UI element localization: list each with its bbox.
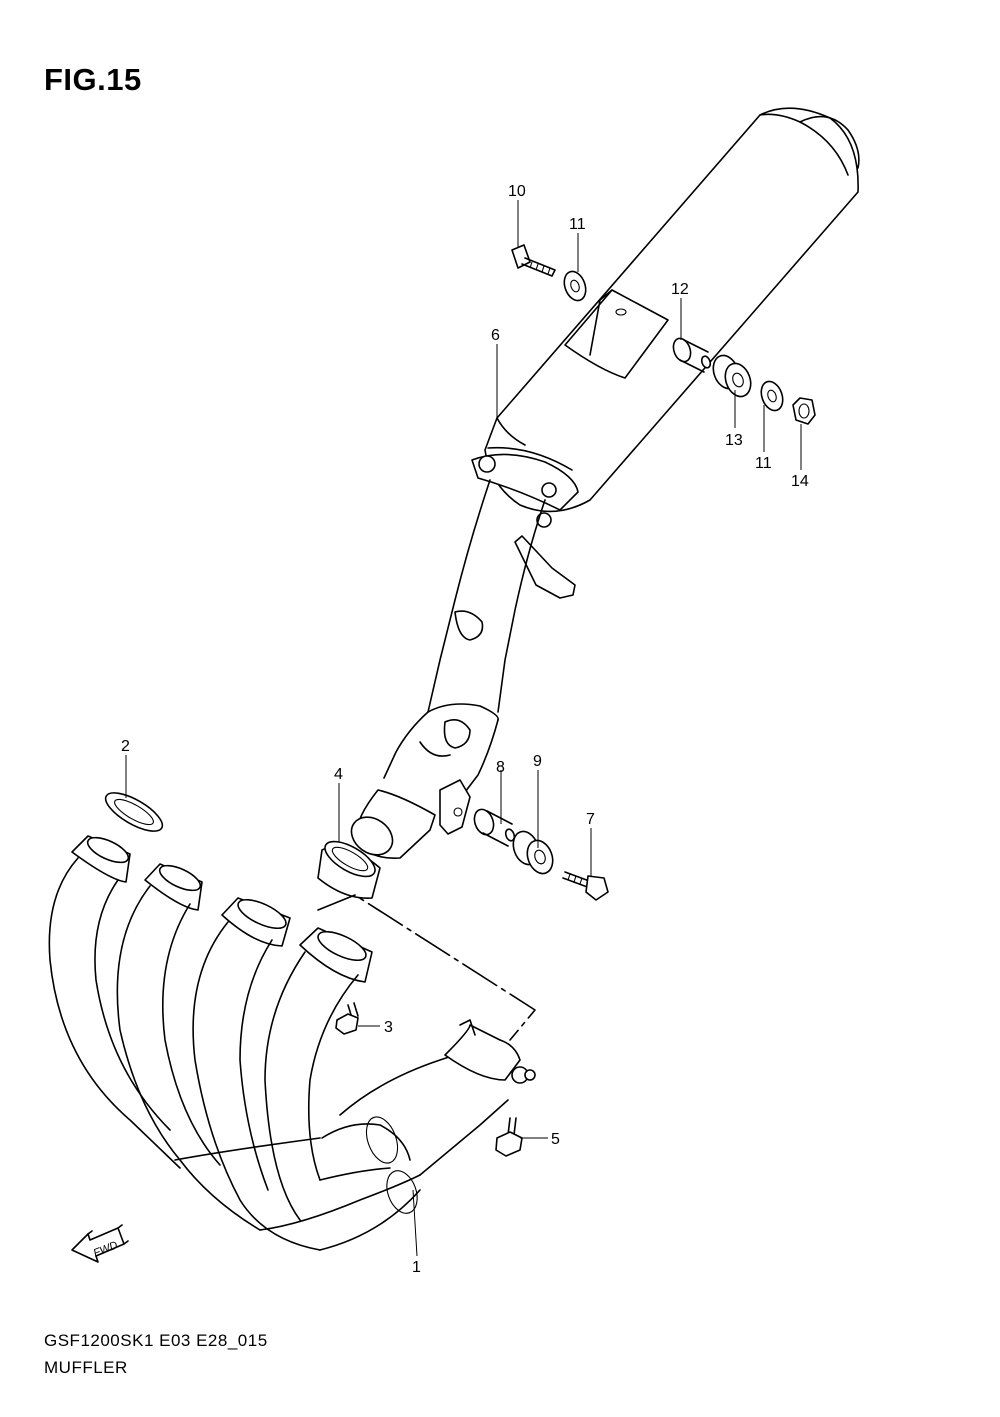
washer-11-lower xyxy=(760,380,784,412)
exhaust-pipe-assembly xyxy=(48,835,536,1251)
callout-4: 4 xyxy=(334,766,343,783)
section-name: MUFFLER xyxy=(44,1358,128,1377)
bolt-7 xyxy=(562,871,609,901)
callout-11-lower: 11 xyxy=(755,455,772,472)
cushion-9 xyxy=(512,830,554,875)
callout-1: 1 xyxy=(412,1259,421,1276)
callout-12: 12 xyxy=(671,281,689,298)
gasket-ring xyxy=(104,792,164,832)
callout-14: 14 xyxy=(791,473,809,490)
callout-10: 10 xyxy=(508,183,526,200)
callout-labels: 10 11 12 6 13 11 14 2 4 8 9 7 3 5 1 xyxy=(121,183,809,1276)
callout-9: 9 xyxy=(533,753,542,770)
callout-2: 2 xyxy=(121,738,130,755)
callout-11-upper: 11 xyxy=(569,216,586,233)
collar-12 xyxy=(672,337,712,373)
leader-lines xyxy=(125,200,802,1257)
model-code: GSF1200SK1 E03 E28_015 xyxy=(44,1331,268,1350)
callout-7: 7 xyxy=(586,811,595,828)
nut-14 xyxy=(792,397,816,425)
cushion-13 xyxy=(712,354,752,398)
callout-8: 8 xyxy=(496,759,505,776)
washer-11-upper xyxy=(563,270,587,302)
gasket-sleeve xyxy=(317,840,381,899)
callout-5: 5 xyxy=(551,1131,560,1148)
fwd-arrow-icon: FWD xyxy=(71,1224,129,1263)
muffler xyxy=(471,107,860,528)
connecting-pipe xyxy=(350,479,576,860)
bolt-5 xyxy=(495,1117,523,1157)
bolt-3 xyxy=(335,1002,359,1035)
bolt-10 xyxy=(511,244,556,277)
callout-6: 6 xyxy=(491,327,500,344)
figure-title: FIG.15 xyxy=(44,62,142,97)
callout-3: 3 xyxy=(384,1019,393,1036)
callout-13: 13 xyxy=(725,432,743,449)
collar-8 xyxy=(473,808,516,847)
